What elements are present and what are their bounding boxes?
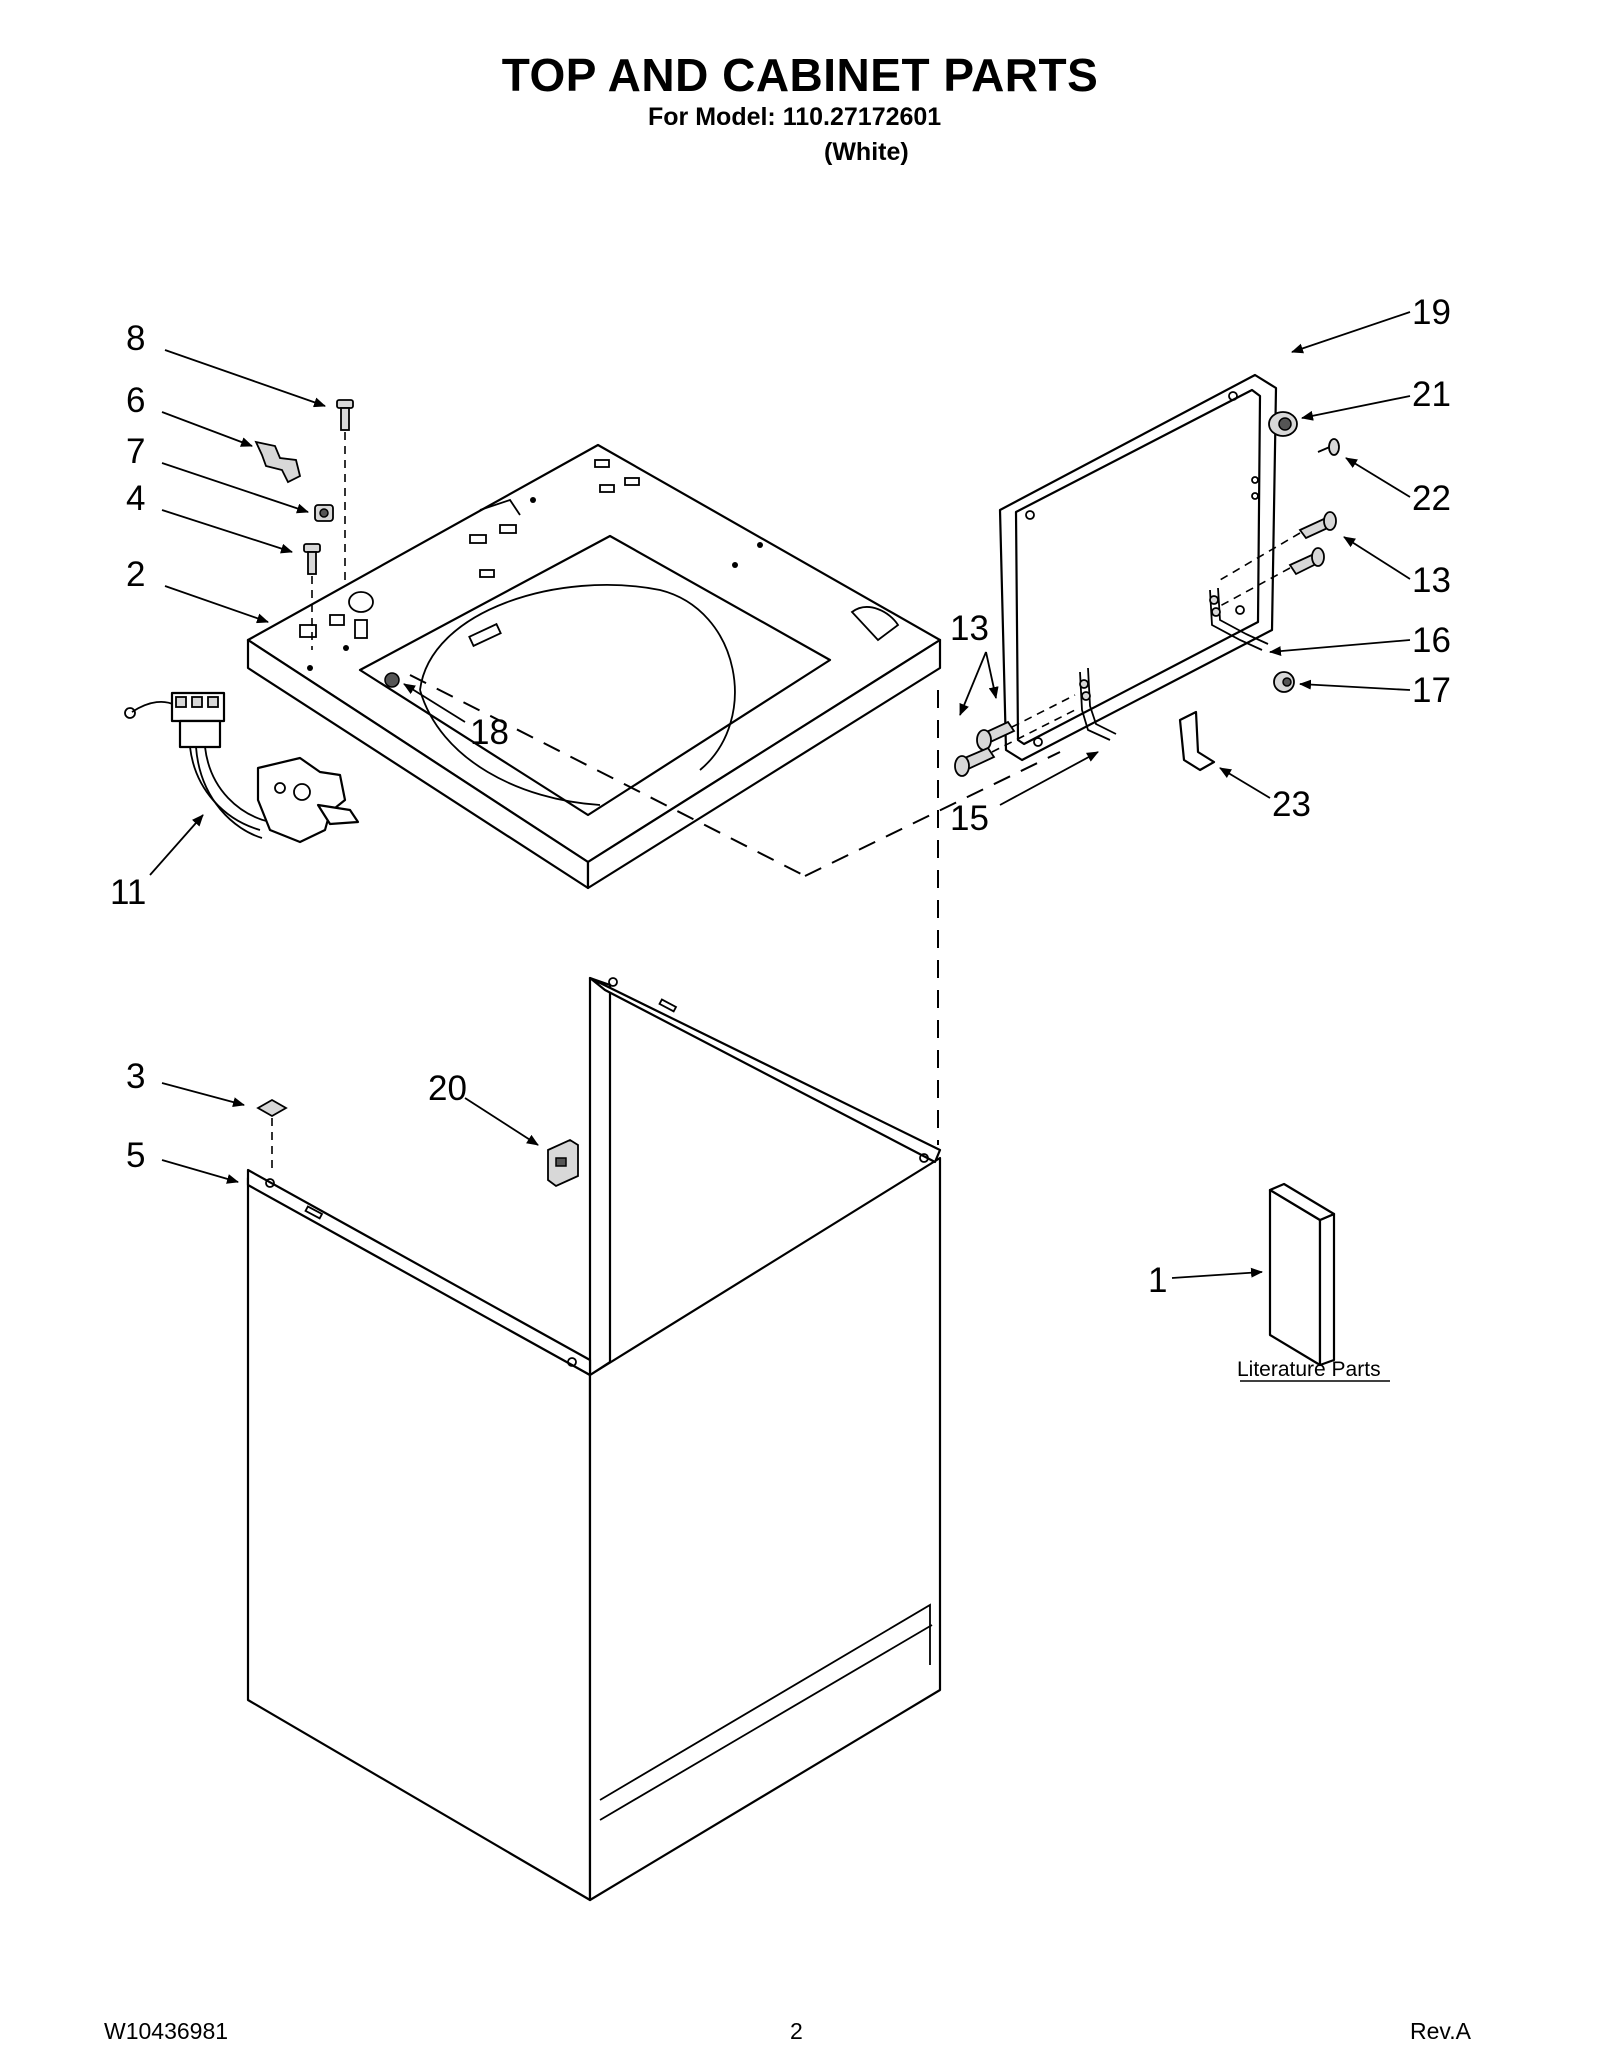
callout-3: 3 <box>126 1057 145 1096</box>
callout-18: 18 <box>470 713 509 752</box>
lid-switch-assembly <box>124 691 360 844</box>
callout-20: 20 <box>428 1069 467 1108</box>
grommet-21 <box>1268 411 1298 437</box>
callout-19: 19 <box>1412 293 1451 332</box>
callout-labels: 8 6 7 4 2 11 18 13 15 19 21 22 13 16 17 … <box>110 293 1451 1381</box>
screw-8 <box>336 399 354 580</box>
lid-frame <box>998 373 1278 762</box>
callout-6: 6 <box>126 381 145 420</box>
callout-8: 8 <box>126 319 145 358</box>
color-line: (White) <box>824 138 909 166</box>
callout-7: 7 <box>126 432 145 471</box>
callout-16: 16 <box>1412 621 1451 660</box>
literature-book <box>1240 1182 1390 1382</box>
screws-13-left <box>954 694 1076 777</box>
footer-doc-number: W10436981 <box>104 2018 229 2044</box>
callout-13-left: 13 <box>950 609 989 648</box>
clip-6 <box>254 440 302 484</box>
screw-4 <box>303 543 321 650</box>
callout-1: 1 <box>1148 1261 1167 1300</box>
callout-5: 5 <box>126 1136 145 1175</box>
hinge-16 <box>1209 587 1269 651</box>
lid-alignment-line <box>409 674 806 877</box>
nut-7 <box>314 504 334 522</box>
footer-revision: Rev.A <box>1410 2018 1471 2044</box>
callout-15: 15 <box>950 799 989 838</box>
page-title: TOP AND CABINET PARTS <box>501 49 1099 101</box>
cabinet <box>246 976 942 1902</box>
hinge-15 <box>1079 667 1117 741</box>
callout-17: 17 <box>1412 671 1451 710</box>
bushing-17 <box>1273 671 1295 693</box>
bracket-20 <box>547 1138 579 1188</box>
callout-11: 11 <box>110 873 146 912</box>
model-line: For Model: 110.27172601 <box>648 103 942 131</box>
callout-13-right: 13 <box>1412 561 1451 600</box>
literature-parts-label: Literature Parts <box>1237 1358 1381 1381</box>
callout-23: 23 <box>1272 785 1311 824</box>
leader-lines <box>149 311 1411 1279</box>
callout-21: 21 <box>1412 375 1451 414</box>
callout-22: 22 <box>1412 479 1451 518</box>
callout-4: 4 <box>126 479 145 518</box>
lid-stop-23 <box>1178 710 1216 772</box>
footer-page-number: 2 <box>790 2018 803 2044</box>
callout-2: 2 <box>126 555 145 594</box>
bumper-22 <box>1317 438 1340 456</box>
top-panel <box>246 443 942 890</box>
screws-13-right <box>1219 511 1337 607</box>
clip-3 <box>256 1098 288 1172</box>
